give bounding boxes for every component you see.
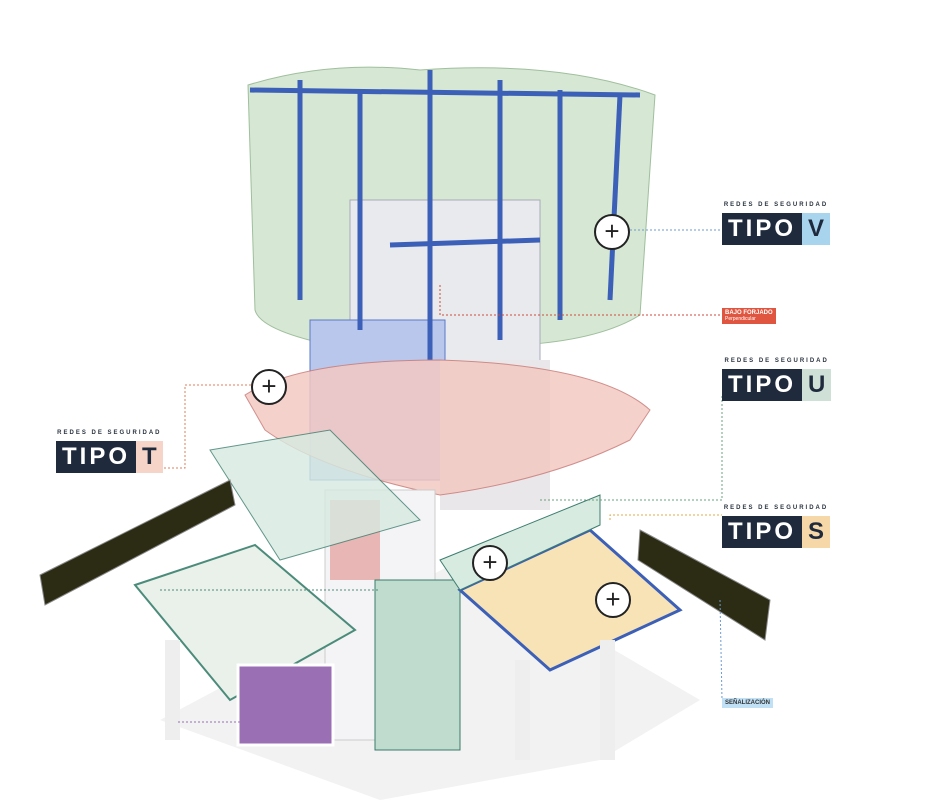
label-kicker: REDES DE SEGURIDAD: [723, 505, 829, 511]
tipo-text: TIPO: [722, 369, 803, 401]
hotspot-tipo-v[interactable]: +: [594, 214, 630, 250]
tipo-letter: T: [136, 441, 163, 473]
label-kicker: REDES DE SEGURIDAD: [57, 430, 162, 436]
tipo-text: TIPO: [56, 441, 137, 473]
hotspot-tipo-u[interactable]: +: [472, 545, 508, 581]
tipo-text: TIPO: [722, 516, 803, 548]
tipo-text: TIPO: [722, 213, 803, 245]
bajo-forjado-title: BAJO FORJADO: [725, 310, 773, 316]
tipo-letter: S: [802, 516, 831, 548]
label-bajo-forjado: BAJO FORJADO Perpendicular: [722, 308, 776, 324]
tipo-letter: V: [802, 213, 831, 245]
hotspot-tipo-t[interactable]: +: [251, 369, 287, 405]
hotspot-tipo-s[interactable]: +: [595, 582, 631, 618]
stair-tower: [374, 579, 461, 751]
bajo-forjado-subtitle: Perpendicular: [725, 316, 756, 322]
label-kicker: REDES DE SEGURIDAD: [723, 202, 829, 208]
label-senalizacion: SEÑALIZACIÓN: [722, 698, 773, 708]
tipo-letter: U: [802, 369, 832, 401]
label-kicker: REDES DE SEGURIDAD: [724, 358, 829, 364]
